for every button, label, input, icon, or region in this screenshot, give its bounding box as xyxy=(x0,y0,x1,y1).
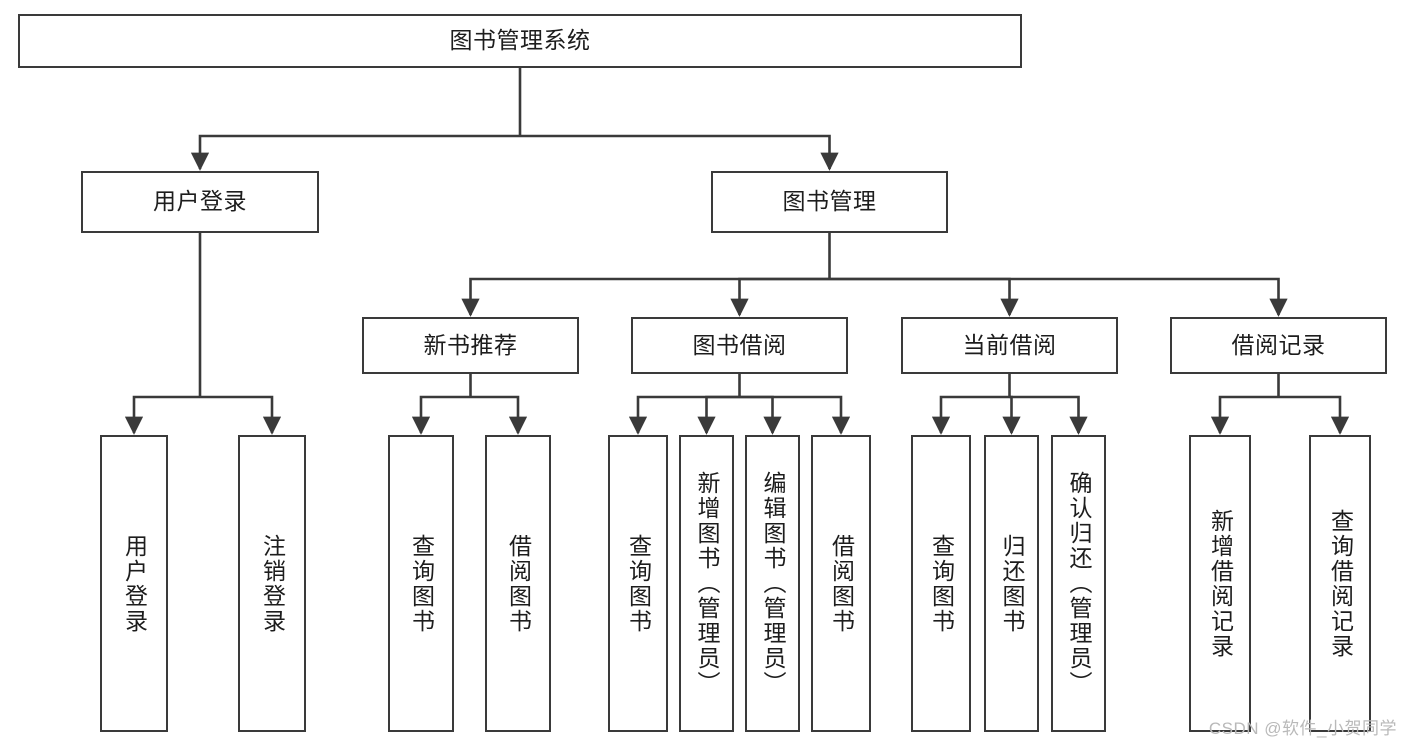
connector-edge xyxy=(829,277,1019,317)
node-user-login[interactable]: 用户登录 xyxy=(81,171,319,233)
node-label: 图书管理 xyxy=(782,188,877,215)
connector-edge xyxy=(739,395,782,435)
connector-edge xyxy=(697,395,740,435)
node-new-book-rec[interactable]: 新书推荐 xyxy=(362,317,579,374)
connector-edge xyxy=(1210,395,1279,435)
node-label: 图书管理系统 xyxy=(449,27,591,54)
connector-edge xyxy=(124,395,200,435)
connector-edge xyxy=(190,134,520,171)
leaf-leaf-user-logout[interactable]: 注销登录 xyxy=(238,435,306,732)
node-label: 查询图书 xyxy=(408,533,435,634)
node-label: 新书推荐 xyxy=(423,331,518,358)
node-label: 新增图书（管理员） xyxy=(694,471,720,696)
leaf-leaf-bb-edit[interactable]: 编辑图书（管理员） xyxy=(745,435,800,732)
connector-edge xyxy=(1009,395,1088,435)
node-label: 当前借阅 xyxy=(962,331,1057,358)
leaf-leaf-cb-confirm[interactable]: 确认归还（管理员） xyxy=(1051,435,1106,732)
leaf-leaf-cb-return[interactable]: 归还图书 xyxy=(984,435,1039,732)
leaf-leaf-bb-query[interactable]: 查询图书 xyxy=(608,435,668,732)
leaf-leaf-cb-query[interactable]: 查询图书 xyxy=(911,435,971,732)
node-label: 注销登录 xyxy=(259,533,286,634)
connector-edge xyxy=(1278,395,1350,435)
node-book-manage[interactable]: 图书管理 xyxy=(711,171,948,233)
connector-edge xyxy=(931,395,1010,435)
node-label: 归还图书 xyxy=(999,533,1025,634)
node-label: 确认归还（管理员） xyxy=(1066,471,1092,696)
node-current-borrow[interactable]: 当前借阅 xyxy=(901,317,1118,374)
node-label: 查询图书 xyxy=(928,533,955,634)
node-label: 借阅图书 xyxy=(828,533,855,634)
node-label: 用户登录 xyxy=(153,188,247,215)
node-label: 查询图书 xyxy=(625,533,652,634)
leaf-leaf-br-query[interactable]: 查询借阅记录 xyxy=(1309,435,1371,732)
leaf-leaf-bb-borrow[interactable]: 借阅图书 xyxy=(811,435,871,732)
node-borrow-record[interactable]: 借阅记录 xyxy=(1170,317,1387,374)
node-label: 图书借阅 xyxy=(692,331,787,358)
node-label: 借阅记录 xyxy=(1231,331,1326,358)
connector-edge xyxy=(520,134,839,171)
node-root[interactable]: 图书管理系统 xyxy=(18,14,1022,68)
leaf-leaf-br-add[interactable]: 新增借阅记录 xyxy=(1189,435,1251,732)
node-label: 借阅图书 xyxy=(505,533,532,634)
node-book-borrow[interactable]: 图书借阅 xyxy=(631,317,848,374)
connector-edge xyxy=(628,395,740,435)
connector-edge xyxy=(1002,395,1021,435)
node-label: 查询借阅记录 xyxy=(1327,508,1354,659)
connector-edge xyxy=(470,395,528,435)
connector-edge xyxy=(200,395,282,435)
leaf-leaf-rec-query[interactable]: 查询图书 xyxy=(388,435,454,732)
node-label: 新增借阅记录 xyxy=(1207,508,1234,659)
connector-edge xyxy=(461,277,830,317)
connector-edge xyxy=(739,395,851,435)
leaf-leaf-rec-borrow[interactable]: 借阅图书 xyxy=(485,435,551,732)
connector-edge xyxy=(411,395,471,435)
watermark: CSDN @软件_小贺同学 xyxy=(1208,719,1397,738)
node-label: 编辑图书（管理员） xyxy=(760,471,786,696)
leaf-leaf-user-login[interactable]: 用户登录 xyxy=(100,435,168,732)
leaf-leaf-bb-add[interactable]: 新增图书（管理员） xyxy=(679,435,734,732)
connector-edge xyxy=(829,277,1288,317)
node-label: 用户登录 xyxy=(121,533,148,634)
connector-edge xyxy=(730,277,830,317)
